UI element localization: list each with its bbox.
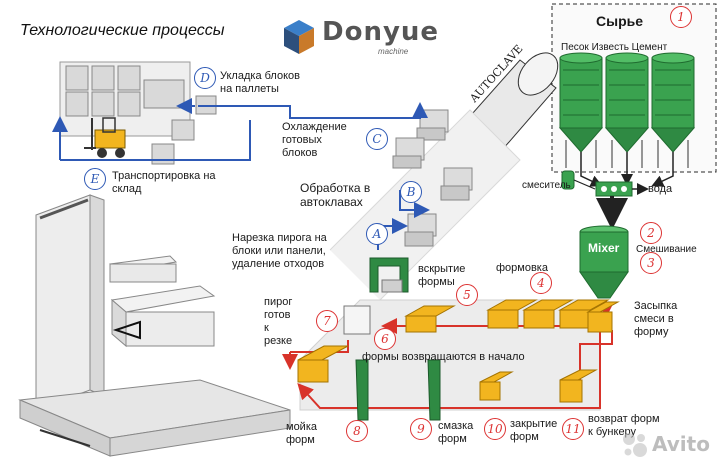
stage-b-label-1: Обработка в: [300, 181, 371, 195]
flow-blue-cooling: [198, 102, 428, 119]
water-label: вода: [648, 183, 673, 195]
panel-illustration: [35, 194, 105, 411]
molds: [297, 299, 620, 403]
slab-illustration: [18, 379, 291, 457]
step-9-badge: 9: [410, 418, 432, 440]
mixer-tank-label: Mixer: [588, 241, 620, 255]
mixer-unit-label: смеситель: [522, 180, 571, 191]
cake-block: [343, 305, 371, 335]
stage-b-label-2: автоклавах: [300, 195, 363, 209]
step-7-label-4: резке: [264, 335, 293, 347]
step-9-label-1: смазка: [438, 420, 474, 432]
step-3-label-3: форму: [634, 326, 669, 338]
brand-subtitle: machine: [378, 47, 409, 56]
step-11-badge: 11: [562, 418, 584, 440]
block-illustrations: [109, 255, 216, 348]
avito-watermark: Avito: [620, 428, 716, 460]
avito-logo-icon: [623, 433, 647, 457]
flow-blue-autoclave: [399, 190, 430, 218]
step-8-badge: 8: [346, 420, 368, 442]
step-5-label-2: формы: [418, 276, 455, 288]
feed-pipe-1: [580, 152, 603, 187]
mixer-tank: [579, 225, 629, 299]
brand-logo: Donyue machine: [282, 16, 442, 58]
step-5-label-1: вскрытие: [418, 263, 466, 275]
return-label: формы возвращаются в начало: [362, 351, 525, 363]
step-4-label: формовка: [496, 262, 548, 274]
step-7-label-2: готов: [264, 309, 291, 321]
raw-materials-list: Песок Известь Цемент: [561, 42, 668, 53]
step-10-label-2: форм: [510, 431, 539, 443]
step-8-label-1: мойка: [286, 421, 317, 433]
pallet-area: [59, 61, 217, 165]
flow-blue-storage: [60, 120, 251, 161]
step-2-label: Смешивание: [636, 244, 697, 255]
step-2-badge: 2: [640, 222, 662, 244]
step-1-badge: 1: [670, 6, 692, 28]
stage-e-badge: E: [84, 168, 106, 190]
step-3-badge: 3: [640, 252, 662, 274]
step-7-label-1: пирог: [264, 296, 293, 308]
stage-b-badge: B: [400, 181, 422, 203]
stage-a-label-3: удаление отходов: [232, 258, 325, 270]
stage-a-label-1: Нарезка пирога на: [232, 232, 327, 244]
stage-c-badge: C: [366, 128, 388, 150]
stage-c-label-3: блоков: [282, 147, 318, 159]
step-7-badge: 7: [316, 310, 338, 332]
stage-d-label-2: на паллеты: [220, 83, 279, 95]
flow-red-bottom: [297, 330, 601, 409]
step-5-badge: 5: [456, 284, 478, 306]
silo-1: [558, 52, 604, 168]
page-title: Технологические процессы: [20, 22, 225, 39]
step-4-badge: 4: [530, 272, 552, 294]
avito-watermark-text: Avito: [652, 432, 710, 456]
step-9-label-2: форм: [438, 433, 467, 445]
step-11-label-1: возврат форм: [588, 413, 660, 425]
stage-d-badge: D: [194, 67, 216, 89]
green-frames: [355, 257, 441, 421]
stage-e-label-2: склад: [112, 183, 142, 195]
stage-e-label-1: Транспортировка на: [112, 170, 216, 182]
feed-pipe-3: [651, 152, 674, 187]
step-6-badge: 6: [374, 328, 396, 350]
silo-3: [650, 52, 696, 168]
step-10-badge: 10: [484, 418, 506, 440]
step-7-label-3: к: [264, 322, 269, 334]
step-3-label-1: Засыпка: [634, 300, 678, 312]
stage-a-label-2: блоки или панели,: [232, 245, 326, 257]
step-10-label-1: закрытие: [510, 418, 558, 430]
step-8-label-2: форм: [286, 434, 315, 446]
stage-c-label-2: готовых: [282, 134, 322, 146]
stage-a-badge: A: [366, 223, 388, 245]
brand-name: Donyue: [322, 17, 440, 47]
stage-d-label-1: Укладка блоков: [220, 70, 300, 82]
forklift-icon: [84, 117, 126, 158]
step-11-label-2: к бункеру: [588, 426, 637, 438]
block-stacks: [392, 109, 473, 247]
stage-c-label-1: Охлаждение: [282, 121, 347, 133]
brand-cube-icon: [284, 20, 314, 54]
silo-2: [604, 52, 650, 168]
silo-group: [558, 52, 696, 168]
raw-title: Сырье: [596, 13, 644, 29]
step-3-label-2: смеси в: [634, 313, 674, 325]
